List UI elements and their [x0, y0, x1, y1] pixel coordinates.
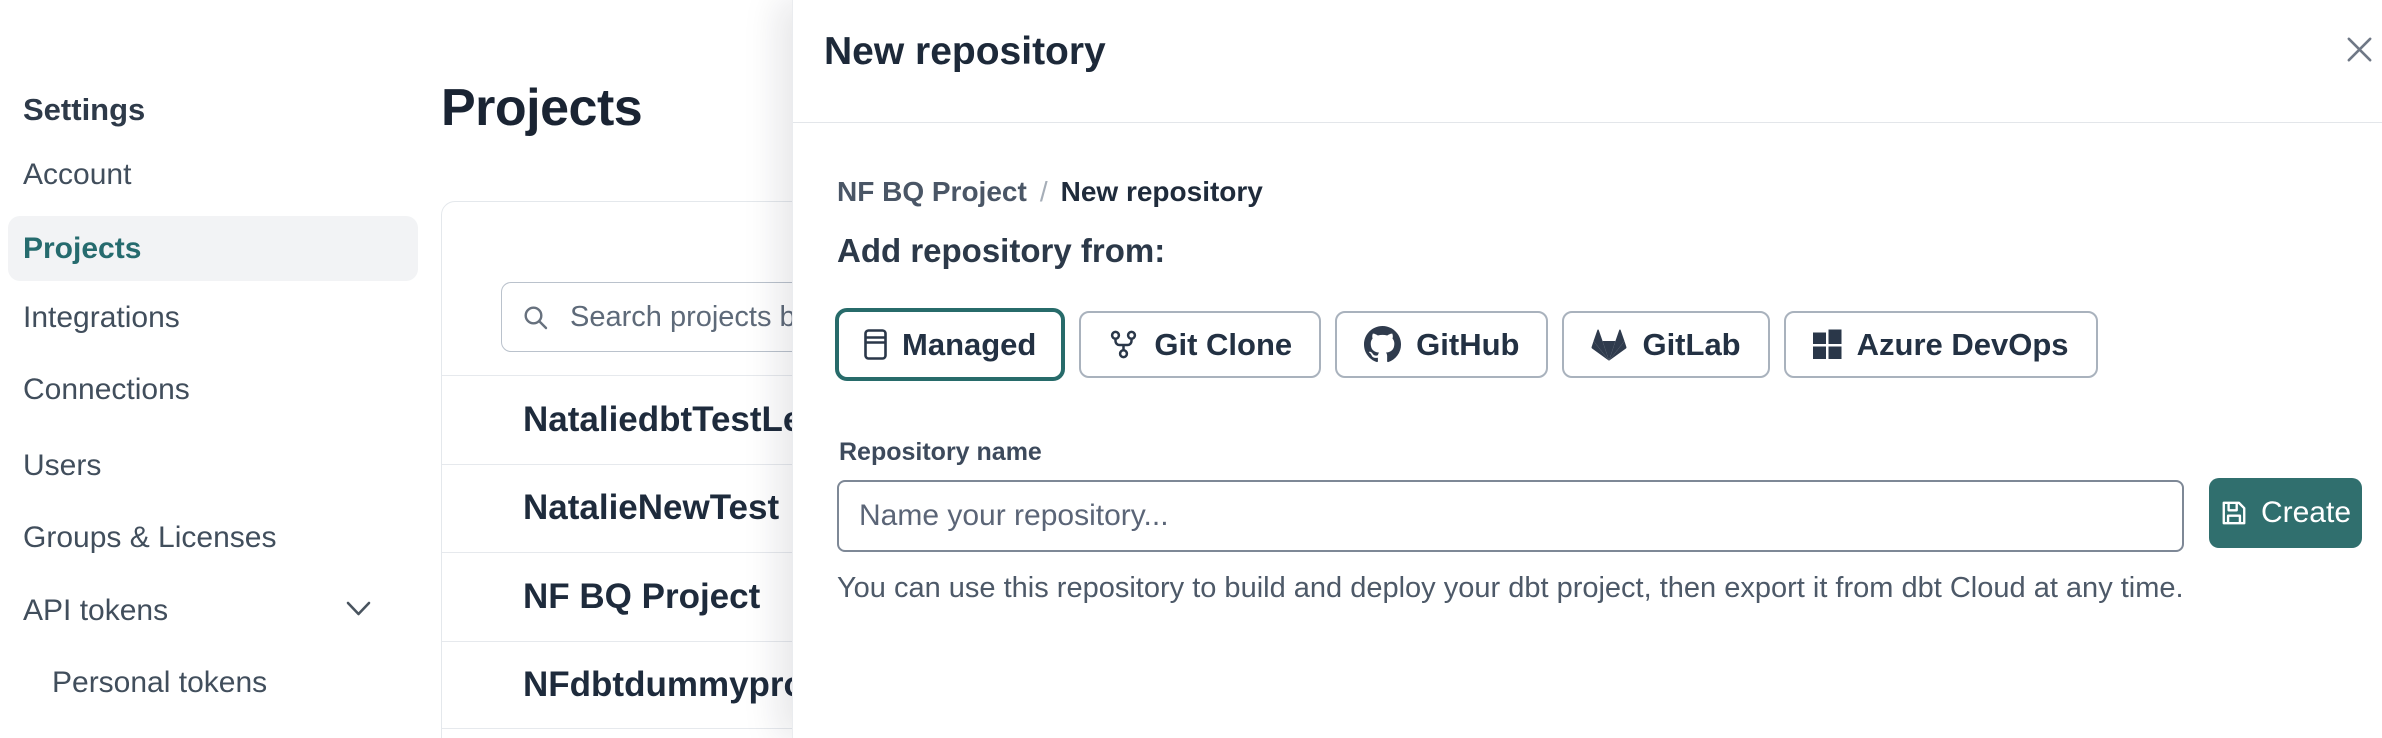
- source-option-github[interactable]: GitHub: [1335, 311, 1549, 378]
- settings-heading: Settings: [23, 92, 146, 127]
- sidebar-item-label: Projects: [23, 231, 142, 265]
- close-icon: [2347, 37, 2371, 61]
- gitlab-icon: [1591, 328, 1627, 361]
- source-option-git-clone[interactable]: Git Clone: [1079, 311, 1322, 378]
- breadcrumb-current: New repository: [1060, 176, 1263, 207]
- sidebar-item-projects[interactable]: Projects: [8, 216, 418, 281]
- sidebar-item-connections[interactable]: Connections: [0, 368, 418, 412]
- breadcrumb: NF BQ Project / New repository: [837, 176, 1263, 208]
- sidebar-item-personal-tokens[interactable]: Personal tokens: [0, 661, 418, 705]
- source-option-label: Azure DevOps: [1856, 326, 2069, 362]
- page-title: Projects: [441, 79, 643, 137]
- sidebar-item-label: Personal tokens: [52, 666, 268, 699]
- add-repository-heading: Add repository from:: [837, 232, 1166, 269]
- project-name: NF BQ Project: [523, 576, 761, 616]
- search-icon: [524, 305, 548, 329]
- sidebar-item-api-tokens[interactable]: API tokens: [0, 589, 418, 633]
- repository-name-label: Repository name: [839, 438, 1042, 466]
- breadcrumb-separator: /: [1039, 176, 1048, 207]
- modal-title: New repository: [824, 30, 1106, 73]
- sidebar-item-label: Account: [23, 158, 132, 191]
- chevron-down-icon: [346, 601, 371, 622]
- close-button[interactable]: [2335, 25, 2382, 73]
- repository-helper-text: You can use this repository to build and…: [837, 572, 2184, 604]
- git-fork-icon: [1111, 330, 1137, 359]
- create-button-label: Create: [2260, 496, 2352, 529]
- create-button[interactable]: Create: [2209, 478, 2362, 548]
- sidebar-item-label: Connections: [23, 373, 190, 406]
- source-option-managed[interactable]: Managed: [835, 308, 1066, 381]
- modal-header: New repository: [793, 0, 2382, 123]
- repository-name-input[interactable]: [837, 480, 2184, 552]
- source-option-gitlab[interactable]: GitLab: [1562, 311, 1770, 378]
- new-repository-modal: New repository NF BQ Project / New repos…: [792, 0, 2382, 738]
- source-option-label: GitHub: [1416, 326, 1520, 362]
- source-option-label: GitLab: [1642, 326, 1741, 362]
- github-icon: [1364, 326, 1402, 363]
- save-floppy-icon: [2222, 501, 2246, 525]
- source-option-azure-devops[interactable]: Azure DevOps: [1783, 311, 2098, 378]
- azure-devops-icon: [1812, 329, 1842, 359]
- source-option-label: Git Clone: [1154, 326, 1293, 362]
- source-option-label: Managed: [902, 326, 1037, 362]
- sidebar-item-groups-licenses[interactable]: Groups & Licenses: [0, 516, 418, 560]
- repo-source-options: Managed Git Clone GitHub: [835, 308, 2098, 381]
- sidebar-item-label: Integrations: [23, 301, 180, 334]
- sidebar-item-label: Users: [23, 449, 102, 482]
- sidebar-item-account[interactable]: Account: [0, 153, 418, 197]
- breadcrumb-parent[interactable]: NF BQ Project: [837, 176, 1027, 207]
- sidebar-item-users[interactable]: Users: [0, 444, 418, 488]
- project-name: NatalieNewTest: [523, 488, 780, 528]
- managed-repo-icon: [864, 329, 887, 360]
- sidebar-item-label: Groups & Licenses: [23, 521, 277, 554]
- sidebar-item-integrations[interactable]: Integrations: [0, 296, 418, 340]
- sidebar-item-label: API tokens: [23, 594, 169, 627]
